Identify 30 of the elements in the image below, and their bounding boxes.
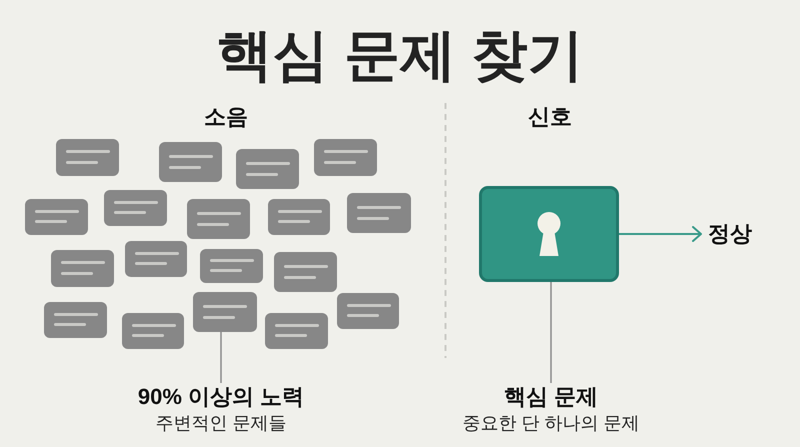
result-label: 정상: [708, 220, 752, 248]
note-card: [337, 293, 399, 329]
leader-line: [220, 332, 222, 383]
note-card: [104, 190, 167, 226]
note-card: [187, 199, 250, 239]
label-subtext: 중요한 단 하나의 문제: [462, 412, 640, 435]
note-card: [200, 249, 263, 283]
note-card: [274, 252, 337, 292]
label-heading: 90% 이상의 노력: [138, 383, 304, 411]
section-heading: 신호: [528, 103, 572, 131]
keyhole-card: [479, 186, 619, 282]
note-card: [25, 199, 88, 235]
label-heading: 핵심 문제: [504, 383, 598, 411]
note-card: [265, 313, 328, 349]
note-card: [51, 250, 114, 287]
leader-line: [550, 282, 552, 383]
label-subtext: 주변적인 문제들: [156, 412, 286, 435]
note-card: [193, 292, 257, 332]
note-card: [44, 302, 107, 338]
section-heading: 소음: [204, 103, 248, 131]
note-card: [122, 313, 184, 349]
arrow: [619, 226, 702, 242]
note-card: [125, 241, 187, 277]
note-card: [314, 139, 377, 176]
note-card: [56, 139, 119, 176]
title: 핵심 문제 찾기: [216, 23, 584, 87]
note-card: [159, 142, 222, 182]
note-card: [268, 199, 330, 235]
note-card: [236, 149, 299, 189]
note-card: [347, 193, 411, 233]
